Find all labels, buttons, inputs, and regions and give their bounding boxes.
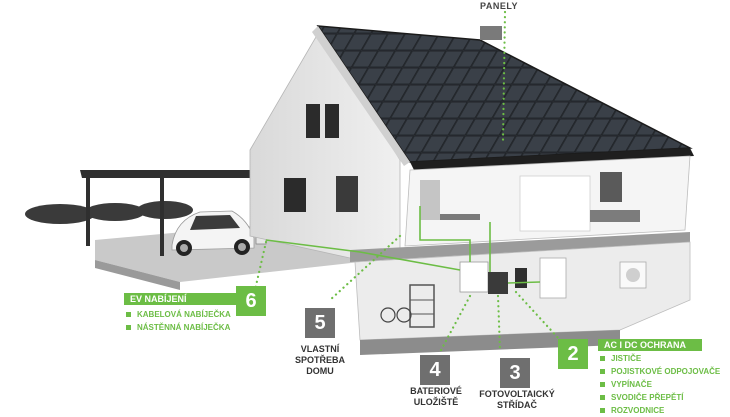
battery-caption: BATERIOVÉ ULOŽIŠTĚ: [410, 386, 462, 407]
inverter-caption: FOTOVOLTAICKÝ STŘÍDAČ: [479, 389, 555, 410]
self-consumption-caption: VLASTNÍ SPOTŘEBA DOMU: [294, 344, 345, 376]
electric-car: [171, 210, 255, 256]
protection-number-badge: 2: [558, 339, 588, 369]
list-item: KABELOVÁ NABÍJEČKA: [126, 308, 231, 321]
bullet-icon: [126, 325, 131, 331]
protection-title: AC I DC OCHRANA: [598, 339, 702, 351]
ev-list: KABELOVÁ NABÍJEČKA NÁSTĚNNÁ NABÍJEČKA: [126, 308, 231, 334]
list-item: JISTIČE: [600, 352, 720, 365]
battery-unit: [459, 261, 489, 293]
inverter-unit: [488, 272, 508, 294]
inverter-number-badge: 3: [500, 358, 530, 388]
self-consumption-number-badge: 5: [305, 308, 335, 338]
bullet-icon: [600, 369, 605, 375]
protection-list: JISTIČE POJISTKOVÉ ODPOJOVAČE VYPÍNAČE S…: [600, 352, 720, 417]
hedge: [25, 201, 193, 224]
chimney: [480, 26, 502, 40]
panels-label: PANELY: [480, 1, 519, 11]
bullet-icon: [600, 395, 605, 401]
ev-number-badge: 6: [236, 286, 266, 316]
list-item: VYPÍNAČE: [600, 378, 720, 391]
bullet-icon: [126, 312, 131, 318]
list-item: NÁSTĚNNÁ NABÍJEČKA: [126, 321, 231, 334]
wiring: [265, 206, 541, 284]
list-item: POJISTKOVÉ ODPOJOVAČE: [600, 365, 720, 378]
bullet-icon: [600, 382, 605, 388]
ev-title: EV NABÍJENÍ: [124, 293, 236, 305]
list-item: SVODIČE PŘEPĚTÍ: [600, 391, 720, 404]
battery-number-badge: 4: [420, 355, 450, 385]
bullet-icon: [600, 356, 605, 362]
leader-lines: [253, 10, 562, 354]
